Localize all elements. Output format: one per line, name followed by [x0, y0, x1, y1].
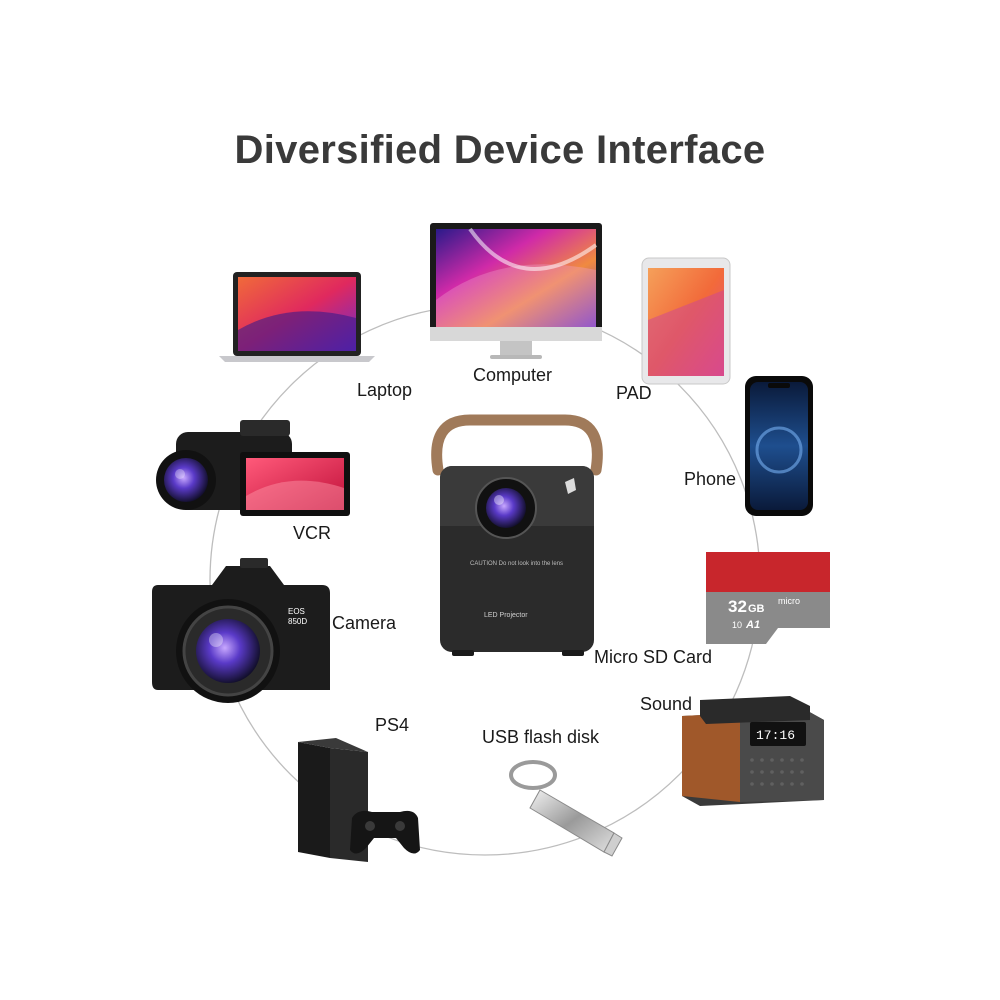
- sd-capacity: 32: [728, 597, 747, 616]
- device-label-ps4: PS4: [375, 715, 410, 735]
- computer-icon: [430, 223, 602, 359]
- micro-sd-card-icon: 32 GB micro 10 A1: [706, 552, 830, 644]
- projector-caution-text: CAUTION Do not look into the lens: [470, 561, 563, 567]
- page-title: Diversified Device Interface: [234, 128, 766, 172]
- laptop-icon: [219, 272, 375, 362]
- pad-icon: [641, 257, 731, 385]
- sd-grade: A1: [745, 619, 760, 631]
- device-label-micro-sd-card: Micro SD Card: [594, 647, 713, 667]
- device-label-laptop: Laptop: [357, 380, 413, 400]
- sd-brand: micro: [778, 596, 800, 606]
- device-label-pad: PAD: [616, 383, 652, 403]
- vcr-camcorder-icon: [156, 420, 350, 516]
- camera-model-line2: 850D: [288, 617, 307, 626]
- ps4-icon: [298, 738, 420, 862]
- usb-flash-disk-icon: [509, 760, 623, 857]
- sd-class: 10: [732, 620, 742, 630]
- device-label-computer: Computer: [473, 365, 553, 385]
- device-label-phone: Phone: [684, 469, 737, 489]
- device-label-vcr: VCR: [293, 523, 332, 543]
- projector-model-text: LED Projector: [484, 612, 528, 619]
- phone-icon: [745, 376, 813, 516]
- camera-icon: EOS 850D: [152, 558, 330, 703]
- clock-display: 17:16: [756, 728, 795, 743]
- camera-model-line1: EOS: [288, 607, 305, 616]
- device-label-usb-flash-disk: USB flash disk: [482, 727, 600, 747]
- sd-unit: GB: [748, 603, 765, 615]
- device-label-sound: Sound: [640, 694, 693, 714]
- projector-icon: CAUTION Do not look into the lens LED Pr…: [431, 414, 603, 656]
- device-label-camera: Camera: [332, 613, 397, 633]
- speaker-icon: 17:16: [682, 696, 824, 806]
